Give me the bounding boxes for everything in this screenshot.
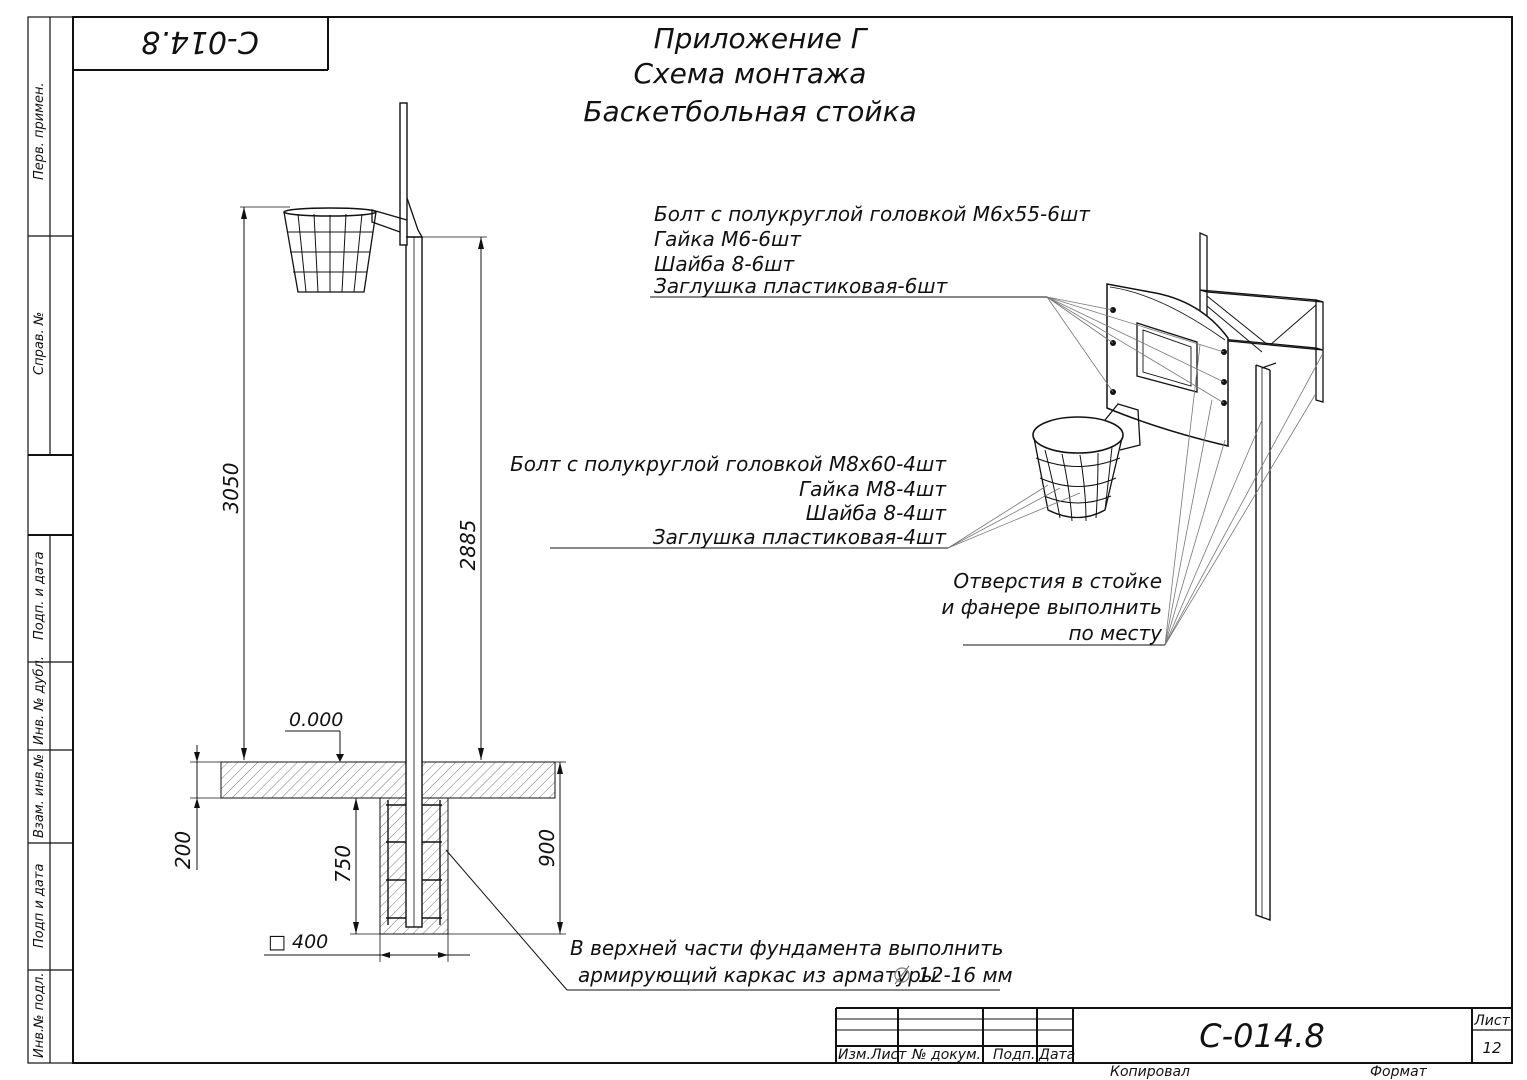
axonometric-view [947,232,1324,921]
ring-bracket [371,209,408,233]
dim-2885: 2885 [456,520,480,571]
bb-fix-line-1: Болт с полукруглой головкой М6х55-6шт [654,202,1091,226]
level-mark: 0.000 [289,709,343,731]
note-ring-fixings: Болт с полукруглой головкой М8х60-4шт Га… [510,452,948,549]
bb-fix-line-2: Гайка М6-6шт [654,227,802,251]
holes-line-3: по месту [1068,621,1163,645]
stamp-sprav-no: Справ. № [32,312,47,375]
kopiroval-label: Копировал [1110,1064,1190,1080]
stamp-perv-primenenie: Перв. примен. [32,82,47,180]
foundation-line-2: армирующий каркас из арматуры [578,963,937,987]
col-podp: Подп. [993,1047,1035,1063]
mirrored-code: С-014.8 [141,24,259,59]
backboard-side [399,102,408,246]
dim-3050: 3050 [219,463,243,514]
holes-line-1: Отверстия в стойке [953,569,1162,593]
note-foundation: В верхней части фундамента выполнить арм… [570,936,1013,987]
title-line-3: Баскетбольная стойка [583,95,916,128]
stamp-podp-i-data-2: Подп и дата [32,864,47,948]
stamp-podp-i-data-1: Подп. и дата [32,551,47,640]
stamp-inv-no-dubl: Инв. № дубл. [32,656,47,745]
axo-target-square [1136,322,1198,393]
ring-fix-line-2: Гайка М8-4шт [799,477,947,501]
bb-fix-line-3: Шайба 8-6шт [654,252,796,276]
dim-200: 200 [171,831,195,869]
col-data: Дата [1038,1047,1075,1063]
sheet-code: С-014.8 [1199,1017,1325,1055]
inner-frame [72,16,1513,1064]
holes-line-2: и фанере выполнить [941,595,1162,619]
mirrored-code-box: С-014.8 [73,17,329,71]
stamp-vzam-inv-no: Взам. инв.№ [32,754,47,838]
side-elevation: 3050 2885 0.000 200 750 900 □ [171,102,1000,991]
stamp-inv-no-podl: Инв.№ подл. [32,972,47,1058]
dim-900: 900 [535,829,559,867]
col-izm-list: Изм.Лист [838,1047,907,1063]
list-number: 12 [1482,1039,1501,1057]
ring-fix-line-3: Шайба 8-4шт [806,501,948,525]
col-no-dokum: № докум. [911,1047,981,1063]
title-line-1: Приложение Г [654,22,869,55]
diameter-icon [894,965,910,985]
list-label: Лист [1473,1013,1510,1029]
axo-net [1032,416,1124,522]
ring-fix-line-1: Болт с полукруглой головкой М8х60-4шт [510,452,947,476]
bb-fix-line-4: Заглушка пластиковая-6шт [654,274,949,298]
format-label: Формат [1370,1064,1428,1080]
side-stamp: Перв. примен. Справ. № Подп. и дата Инв.… [28,17,73,1063]
ground-slab [220,761,556,799]
title-line-2: Схема монтажа [634,57,867,90]
title-block: Изм.Лист № докум. Подп. Дата С-014.8 Лис… [835,1007,1512,1080]
dim-750: 750 [331,845,355,883]
foundation-line-3: 12-16 мм [918,963,1013,987]
note-holes: Отверстия в стойке и фанере выполнить по… [941,569,1165,646]
note-backboard-fixings: Болт с полукруглой головкой М6х55-6шт Га… [650,202,1091,298]
net-side [283,207,377,293]
ring-fix-line-4: Заглушка пластиковая-4шт [653,525,948,549]
dim-400: □ 400 [268,931,328,953]
foundation-line-1: В верхней части фундамента выполнить [570,936,1004,960]
axo-post [1255,365,1271,921]
